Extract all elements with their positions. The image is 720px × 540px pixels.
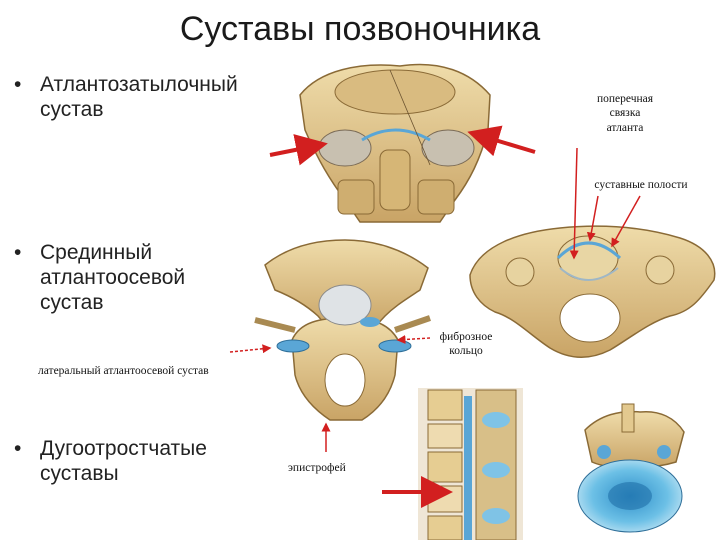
label-transverse-ligament: поперечная связка атланта xyxy=(596,93,654,134)
bullet-text: Срединный атлантоосевой сустав xyxy=(40,241,186,315)
callout-transverse-ligament xyxy=(569,147,579,260)
label-fibrous-ring: фиброзное кольцо xyxy=(439,331,493,358)
atlas-top-view-image xyxy=(469,225,716,358)
callout-joint-cavity-left xyxy=(586,195,599,242)
arrow-lateral-joint xyxy=(229,344,272,354)
bullet-facet-joints: • Дугоотростчатые суставы xyxy=(14,436,207,486)
bullet-marker: • xyxy=(14,241,22,264)
bullet-marker: • xyxy=(14,437,22,460)
atlanto-occipital-joint-image xyxy=(299,63,491,223)
bullet-atlanto-occipital: • Атлантозатылочный сустав xyxy=(14,72,238,122)
spine-section-image xyxy=(418,388,523,540)
arrow-fibrous-ring xyxy=(396,335,431,345)
slide-title: Суставы позвоночника xyxy=(179,10,541,48)
callout-joint-cavity-right xyxy=(611,195,641,248)
bullet-median-atlanto-axial: • Срединный атлантоосевой сустав xyxy=(14,240,185,316)
arrow-right-atlanto-occipital xyxy=(467,125,536,157)
label-lateral-atlanto-axial-joint: латеральный атлантоосевой сустав xyxy=(38,365,209,377)
atlas-axis-image xyxy=(254,239,431,421)
bullet-text: Атлантозатылочный сустав xyxy=(40,73,238,122)
vertebra-disc-image xyxy=(577,403,685,533)
bullet-text: Дугоотростчатые суставы xyxy=(40,437,207,486)
bullet-marker: • xyxy=(14,73,22,96)
arrow-left-atlanto-occipital xyxy=(269,134,328,166)
label-joint-cavities: суставные полости xyxy=(594,179,688,191)
label-epistropheus: эпистрофей xyxy=(288,462,346,474)
